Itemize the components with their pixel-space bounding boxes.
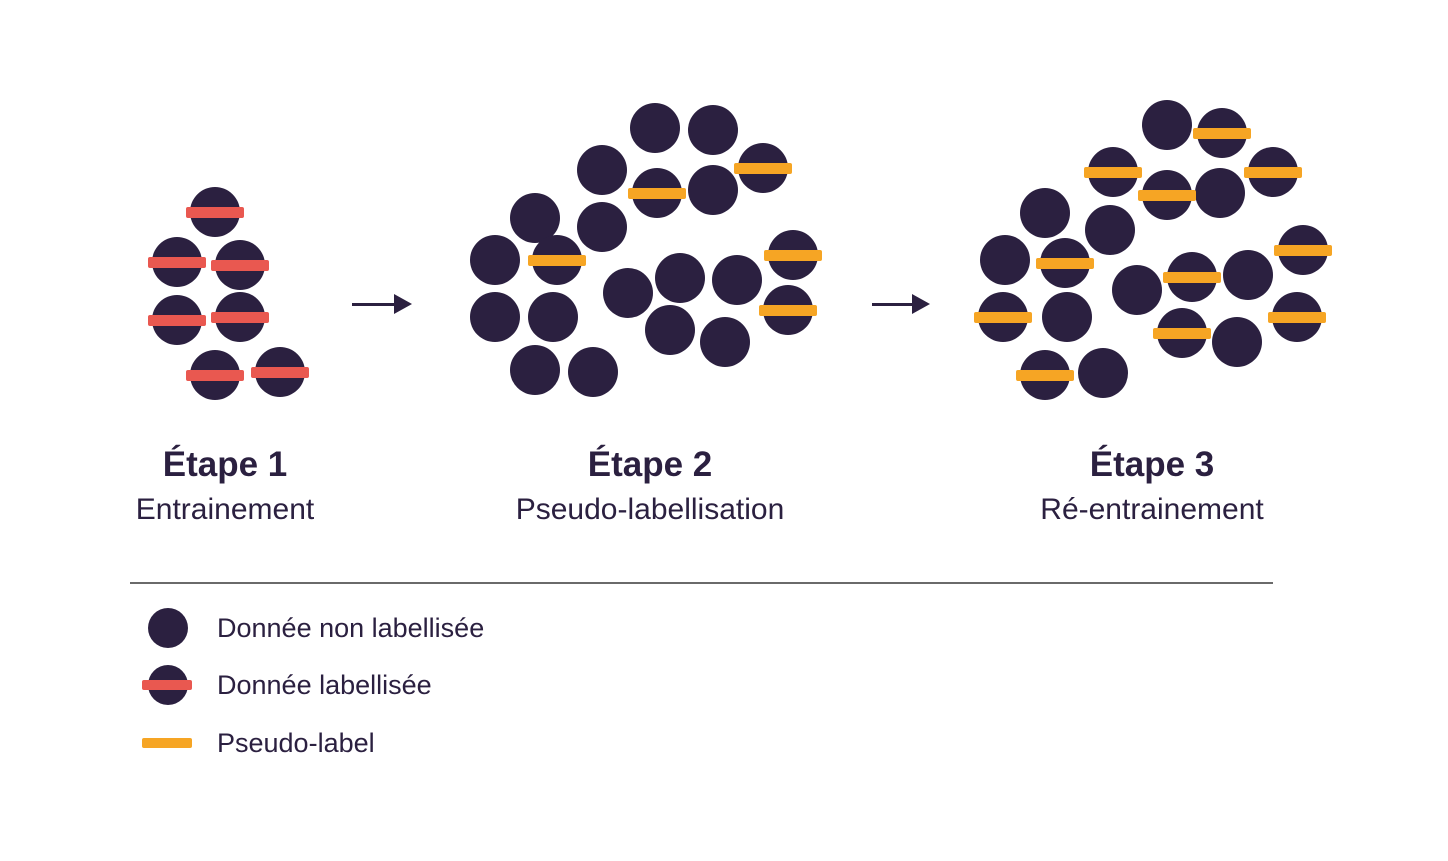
pseudo-labeled-data-point	[1040, 238, 1090, 288]
labeled-data-point	[215, 292, 265, 342]
unlabeled-data-point	[1112, 265, 1162, 315]
pseudo-labeled-data-point	[632, 168, 682, 218]
labeled-data-icon	[142, 663, 193, 707]
pseudo-label-bar	[1244, 166, 1302, 178]
unlabeled-data-point	[470, 235, 520, 285]
label-bar	[148, 314, 206, 326]
legend-divider	[130, 582, 1273, 584]
pseudo-labeled-data-point	[1278, 225, 1328, 275]
labeled-data-point	[152, 237, 202, 287]
label-bar	[211, 311, 269, 323]
pseudo-label-bar	[1163, 271, 1221, 283]
unlabeled-data-point	[1195, 168, 1245, 218]
legend-item-unlabeled: Donnée non labellisée	[142, 606, 484, 650]
pseudo-label-bar	[1016, 369, 1074, 381]
unlabeled-data-point	[577, 145, 627, 195]
unlabeled-data-icon	[142, 606, 193, 650]
unlabeled-data-point	[712, 255, 762, 305]
unlabeled-data-point	[688, 105, 738, 155]
pseudo-label-bar	[1268, 311, 1326, 323]
stage-title: Étape 3	[1089, 445, 1215, 484]
stage-1-label: Étape 1 Entrainement	[136, 444, 314, 528]
unlabeled-data-point	[1078, 348, 1128, 398]
legend-label-pseudo: Pseudo-label	[217, 727, 375, 758]
stage-subtitle: Entrainement	[135, 493, 315, 526]
legend-label-unlabeled: Donnée non labellisée	[217, 612, 485, 643]
unlabeled-data-point	[510, 193, 560, 243]
unlabeled-data-point	[1042, 292, 1092, 342]
pseudo-label-bar	[528, 254, 586, 266]
pseudo-label-bar	[1193, 127, 1251, 139]
stage-subtitle: Ré-entrainement	[1040, 493, 1264, 526]
label-bar	[211, 259, 269, 271]
pseudo-labeled-data-point	[1248, 147, 1298, 197]
pseudo-labeled-data-point	[1020, 350, 1070, 400]
pseudo-label-bar	[759, 304, 817, 316]
label-bar	[186, 206, 244, 218]
pseudo-label-icon	[142, 721, 193, 765]
pseudo-labeled-data-point	[532, 235, 582, 285]
unlabeled-data-point	[688, 165, 738, 215]
pseudo-labeled-data-point	[1167, 252, 1217, 302]
stage-2-label: Étape 2 Pseudo-labellisation	[516, 444, 785, 528]
unlabeled-data-point	[630, 103, 680, 153]
pseudo-label-bar	[1274, 244, 1332, 256]
unlabeled-data-point	[980, 235, 1030, 285]
pseudo-labeled-data-point	[978, 292, 1028, 342]
unlabeled-data-point	[1223, 250, 1273, 300]
arrow-shaft	[872, 302, 916, 306]
label-bar	[148, 256, 206, 268]
stage-3-label: Étape 3 Ré-entrainement	[1040, 444, 1263, 528]
pseudo-label-bar	[1138, 189, 1196, 201]
unlabeled-data-point	[1212, 317, 1262, 367]
pseudo-label-bar	[1036, 257, 1094, 269]
pseudo-labeled-data-point	[1142, 170, 1192, 220]
unlabeled-data-point	[510, 345, 560, 395]
arrow-head-icon	[912, 294, 930, 314]
pseudo-label-bar	[628, 187, 686, 199]
arrow-step1-to-step2-icon	[352, 294, 412, 314]
stage-title: Étape 2	[587, 445, 713, 484]
pseudo-labeled-data-point	[1157, 308, 1207, 358]
legend-label-labeled: Donnée labellisée	[217, 669, 432, 700]
pseudo-labeled-data-point	[1272, 292, 1322, 342]
label-bar	[186, 369, 244, 381]
pseudo-labeled-data-point	[738, 143, 788, 193]
unlabeled-data-point	[1142, 100, 1192, 150]
stage-title: Étape 1	[162, 445, 288, 484]
labeled-data-point	[255, 347, 305, 397]
unlabeled-data-point	[470, 292, 520, 342]
unlabeled-data-point	[528, 292, 578, 342]
arrow-shaft	[352, 302, 398, 306]
legend-item-pseudo-label: Pseudo-label	[142, 721, 375, 765]
pseudo-label-bar	[974, 311, 1032, 323]
unlabeled-data-point	[655, 253, 705, 303]
legend-item-labeled: Donnée labellisée	[142, 663, 432, 707]
unlabeled-data-point	[603, 268, 653, 318]
unlabeled-data-point	[568, 347, 618, 397]
labeled-data-point	[190, 350, 240, 400]
pseudo-label-bar	[764, 249, 822, 261]
unlabeled-data-point	[700, 317, 750, 367]
unlabeled-data-point	[645, 305, 695, 355]
unlabeled-data-point	[1020, 188, 1070, 238]
labeled-data-point	[215, 240, 265, 290]
unlabeled-data-point	[1085, 205, 1135, 255]
labeled-data-point	[190, 187, 240, 237]
pseudo-labeled-data-point	[1088, 147, 1138, 197]
arrow-step2-to-step3-icon	[872, 294, 930, 314]
pseudo-labeled-data-point	[1197, 108, 1247, 158]
stage-subtitle: Pseudo-labellisation	[515, 493, 785, 526]
pseudo-label-bar	[1084, 166, 1142, 178]
pseudo-label-bar	[734, 162, 792, 174]
label-bar	[251, 366, 309, 378]
unlabeled-data-point	[577, 202, 627, 252]
arrow-head-icon	[394, 294, 412, 314]
pseudo-labeled-data-point	[768, 230, 818, 280]
labeled-data-point	[152, 295, 202, 345]
pseudo-label-bar	[1153, 327, 1211, 339]
pseudo-labeled-data-point	[763, 285, 813, 335]
